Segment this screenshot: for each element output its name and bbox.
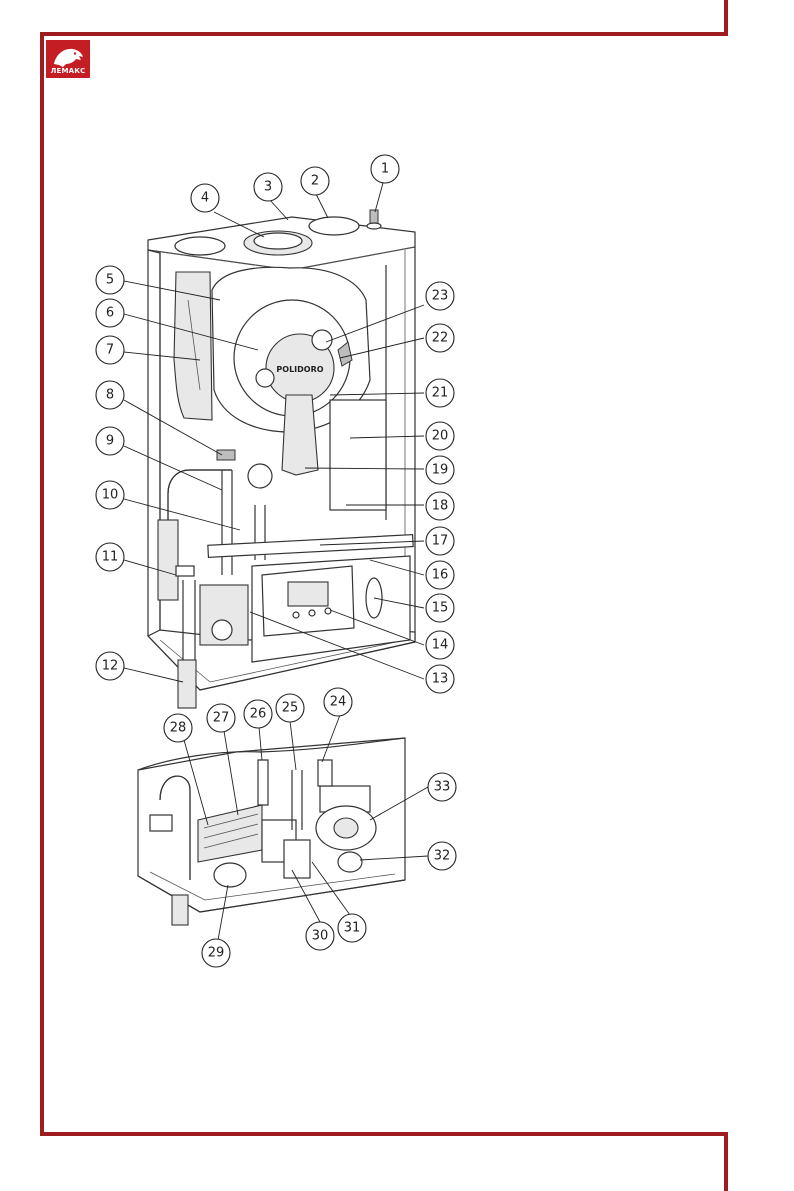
control-panel (251, 555, 411, 663)
pipe-fitting (247, 463, 273, 489)
callout-27: 27 (206, 703, 236, 733)
callout-label: 2 (311, 174, 319, 189)
frame-left-line (40, 32, 44, 1136)
callout-5: 5 (95, 265, 125, 295)
callout-label: 24 (330, 695, 347, 710)
callout-label: 8 (106, 388, 114, 403)
callout-4: 4 (190, 183, 220, 213)
callout-label: 9 (106, 434, 114, 449)
callout-label: 32 (434, 849, 451, 864)
callout-33: 33 (427, 772, 457, 802)
fan-assembly: POLIDORO (211, 266, 371, 433)
callout-label: 17 (432, 534, 449, 549)
panel-support-bar (207, 533, 414, 558)
callout-label: 11 (102, 550, 119, 565)
valve-motor (213, 862, 247, 888)
callout-24: 24 (323, 687, 353, 717)
callout-label: 31 (344, 921, 361, 936)
callout-14: 14 (425, 630, 455, 660)
callout-23: 23 (425, 281, 455, 311)
callout-label: 13 (432, 672, 449, 687)
callout-3: 3 (253, 172, 283, 202)
callout-label: 18 (432, 499, 449, 514)
callout-label: 12 (102, 659, 119, 674)
frame-top-line (40, 32, 728, 36)
flue-hole-left (174, 236, 226, 256)
air-vent-valve (369, 209, 379, 225)
callout-12: 12 (95, 651, 125, 681)
callout-label: 22 (432, 331, 449, 346)
callout-30: 30 (305, 921, 335, 951)
callout-31: 31 (337, 913, 367, 943)
callout-7: 7 (95, 335, 125, 365)
frame-bottom-line (40, 1132, 728, 1136)
callout-label: 16 (432, 568, 449, 583)
siphon-tube (157, 519, 179, 601)
brand-logo-icon (46, 40, 90, 78)
callout-label: 27 (213, 711, 230, 726)
callout-20: 20 (425, 421, 455, 451)
callout-1: 1 (370, 154, 400, 184)
callout-label: 33 (434, 780, 451, 795)
callout-label: 14 (432, 638, 449, 653)
burner-brand-label: POLIDORO (276, 365, 323, 374)
callout-6: 6 (95, 298, 125, 328)
callout-label: 4 (201, 191, 209, 206)
callout-label: 29 (208, 946, 225, 961)
callout-label: 30 (312, 929, 329, 944)
callout-label: 3 (264, 180, 272, 195)
callout-label: 20 (432, 429, 449, 444)
callout-21: 21 (425, 378, 455, 408)
heat-exchanger-panel (329, 399, 387, 511)
callout-15: 15 (425, 593, 455, 623)
callout-label: 19 (432, 463, 449, 478)
callout-2: 2 (300, 166, 330, 196)
callout-label: 23 (432, 289, 449, 304)
callout-17: 17 (425, 526, 455, 556)
hydraulic-group-view (137, 737, 406, 926)
callout-26: 26 (243, 699, 273, 729)
callout-label: 21 (432, 386, 449, 401)
callout-25: 25 (275, 693, 305, 723)
callout-label: 10 (102, 488, 119, 503)
callout-label: 28 (170, 721, 187, 736)
frame-top-right-tick (724, 0, 728, 36)
callout-13: 13 (425, 664, 455, 694)
callout-18: 18 (425, 491, 455, 521)
frame-bottom-right-tick (724, 1132, 728, 1191)
callout-22: 22 (425, 323, 455, 353)
callout-16: 16 (425, 560, 455, 590)
callout-28: 28 (163, 713, 193, 743)
callout-11: 11 (95, 542, 125, 572)
callout-9: 9 (95, 426, 125, 456)
callout-29: 29 (201, 938, 231, 968)
flue-hole-right (308, 216, 360, 236)
pressure-gauge (337, 851, 363, 873)
callout-32: 32 (427, 841, 457, 871)
callout-label: 15 (432, 601, 449, 616)
flue-duct (281, 394, 319, 476)
brand-logo-text: ЛЕМАКС (50, 67, 86, 75)
expansion-vessel (173, 271, 213, 421)
outlet-pipe (177, 659, 197, 709)
callout-10: 10 (95, 480, 125, 510)
callout-19: 19 (425, 455, 455, 485)
callout-label: 26 (250, 707, 267, 722)
callout-label: 1 (381, 162, 389, 177)
callout-label: 5 (106, 273, 114, 288)
leader-lines (123, 182, 429, 941)
callout-label: 25 (282, 701, 299, 716)
callout-label: 7 (106, 343, 114, 358)
callout-8: 8 (95, 380, 125, 410)
callout-label: 6 (106, 306, 114, 321)
